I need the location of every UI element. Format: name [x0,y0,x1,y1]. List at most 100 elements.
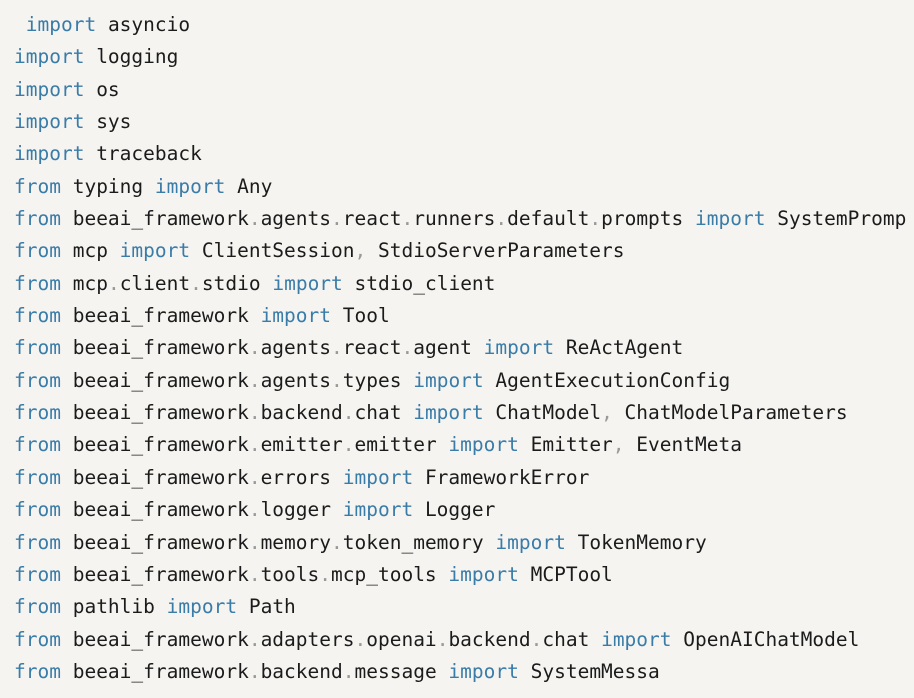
token-text: beeai_framework [60,304,261,328]
token-text: agent [413,336,484,360]
token-punctuation: . [248,627,261,651]
token-keyword: import [14,45,85,69]
token-text: prompts [601,207,696,231]
token-text: openai [366,627,437,651]
token-punctuation: . [342,433,355,457]
token-text: beeai_framework [60,498,249,522]
code-line: from beeai_framework.memory.token_memory… [14,527,914,559]
token-punctuation: . [331,336,343,360]
token-text: logger [260,498,343,522]
token-punctuation: . [319,562,332,586]
token-text: beeai_framework [60,207,249,231]
token-keyword: import [154,174,226,198]
code-line: from beeai_framework.emitter.emitter imp… [14,429,914,461]
token-text: stdio_client [342,271,496,295]
token-text: SystemMessa [518,659,660,683]
code-line: import os [14,74,914,106]
token-keyword: import [272,271,343,295]
token-punctuation: . [248,562,261,586]
token-text: agents [260,368,332,392]
token-keyword: import [448,562,519,586]
token-keyword: import [413,368,484,392]
token-keyword: import [495,530,566,554]
token-text: default [507,207,590,231]
code-line: from beeai_framework.agents.react.agent … [14,332,914,364]
token-keyword: from [14,465,61,489]
token-keyword: import [14,110,85,134]
token-text [14,13,26,36]
token-text: beeai_framework [60,336,249,360]
token-text: runners [413,207,496,231]
token-text: traceback [84,142,202,166]
code-line: from pathlib import Path [14,591,914,623]
token-keyword: import [413,401,484,425]
token-punctuation: , [601,401,613,425]
token-text: emitter [354,433,449,457]
token-text: mcp_tools [331,562,449,586]
token-text: beeai_framework [60,530,249,554]
token-text: react [342,336,402,360]
token-keyword: from [14,562,61,586]
code-line: from beeai_framework import Tool [14,300,914,332]
token-keyword: from [14,433,61,457]
token-text: message [354,659,449,683]
token-punctuation: , [354,239,367,263]
token-punctuation: . [248,659,261,683]
token-keyword: from [14,174,61,198]
code-line: from beeai_framework.logger import Logge… [14,494,914,526]
token-keyword: import [14,142,85,166]
token-text: Logger [413,498,496,522]
token-text: stdio [201,271,273,295]
token-text: agents [260,207,332,231]
token-punctuation: . [401,336,414,360]
token-text: typing [60,174,155,198]
code-line: from beeai_framework.tools.mcp_tools imp… [14,559,914,591]
token-punctuation: . [331,368,343,392]
token-punctuation: . [342,401,355,425]
code-line: import logging [14,41,914,73]
token-text: beeai_framework [60,465,249,489]
token-text: TokenMemory [565,530,707,554]
token-punctuation: . [248,401,261,425]
token-keyword: from [14,530,61,554]
code-line: import asyncio [14,9,914,41]
code-line: from beeai_framework.adapters.openai.bac… [14,624,914,656]
token-text: adapters [260,627,355,651]
token-text: backend [448,627,531,651]
token-text: ClientSession [190,239,355,263]
token-punctuation: . [248,336,261,360]
code-line: from mcp import ClientSession, StdioServ… [14,235,914,267]
token-keyword: import [342,465,414,489]
token-text: beeai_framework [60,659,249,683]
token-text: react [342,207,402,231]
token-keyword: import [448,659,519,683]
token-text: AgentExecutionConfig [483,368,731,392]
token-text: mcp [60,271,108,295]
code-line: import sys [14,106,914,138]
token-text: Tool [331,304,390,328]
token-text: chat [542,627,602,651]
code-line: from beeai_framework.agents.react.runner… [14,203,914,235]
token-text: beeai_framework [60,562,249,586]
token-punctuation: . [190,271,202,295]
token-text: emitter [260,433,343,457]
token-text: chat [354,401,414,425]
token-text: asyncio [96,13,191,36]
token-text: ChatModel [483,401,602,425]
token-text: EventMeta [624,433,742,457]
code-line: from beeai_framework.errors import Frame… [14,462,914,494]
token-punctuation: . [401,207,414,231]
token-text: Any [225,174,273,198]
token-text: beeai_framework [60,401,249,425]
token-text: errors [260,465,343,489]
token-punctuation: . [354,627,367,651]
token-text: logging [84,45,179,69]
token-text: beeai_framework [60,368,249,392]
token-text: MCPTool [518,562,613,586]
token-punctuation: . [495,207,508,231]
token-punctuation: . [530,627,543,651]
token-text: pathlib [60,595,167,619]
token-punctuation: . [589,207,602,231]
token-keyword: import [695,207,766,231]
